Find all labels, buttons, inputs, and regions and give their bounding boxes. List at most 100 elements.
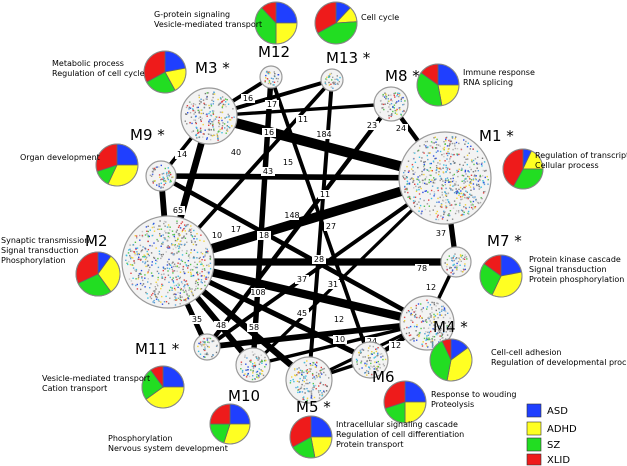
gene-dot — [435, 178, 437, 180]
gene-dot — [275, 77, 278, 80]
gene-dot — [468, 152, 470, 154]
gene-dot — [191, 291, 193, 294]
gene-dot — [181, 296, 183, 298]
gene-dot — [469, 182, 472, 184]
gene-dot — [153, 226, 155, 228]
gene-dot — [208, 129, 211, 131]
gene-dot — [130, 250, 132, 252]
gene-dot — [462, 258, 464, 260]
gene-dot — [186, 293, 188, 295]
gene-dot — [156, 283, 158, 285]
gene-dot — [213, 134, 216, 136]
gene-dot — [265, 363, 267, 366]
gene-dot — [206, 92, 208, 94]
gene-dot — [254, 362, 256, 364]
gene-dot — [377, 347, 379, 349]
gene-dot — [134, 235, 136, 237]
gene-dot — [412, 179, 415, 182]
gene-dot — [167, 291, 169, 294]
gene-dot — [267, 71, 270, 73]
edge-weight-label: 15 — [283, 158, 293, 167]
gene-dot — [161, 255, 163, 258]
gene-dot — [424, 141, 427, 143]
gene-dot — [183, 236, 185, 238]
gene-dot — [423, 168, 426, 170]
gene-dot — [142, 279, 144, 282]
gene-dot — [332, 76, 334, 78]
gene-dot — [264, 360, 266, 362]
gene-dot — [439, 335, 441, 337]
gene-dot — [433, 137, 435, 139]
gene-dot — [404, 191, 406, 193]
gene-dot — [190, 239, 193, 242]
gene-dot — [204, 277, 207, 279]
gene-dot — [428, 199, 430, 201]
module-label-m6: M6 — [372, 368, 395, 386]
gene-dot — [433, 142, 435, 144]
gene-dot — [460, 190, 462, 192]
gene-dot — [308, 390, 310, 392]
gene-dot — [393, 92, 395, 95]
gene-dot — [256, 376, 258, 378]
gene-dot — [435, 305, 437, 307]
gene-dot — [426, 308, 428, 310]
gene-dot — [443, 213, 445, 216]
gene-dot — [428, 333, 431, 335]
gene-dot — [451, 136, 454, 138]
module-circle — [259, 65, 283, 89]
gene-dot — [125, 259, 127, 261]
gene-dot — [210, 129, 212, 131]
gene-dot — [289, 382, 292, 384]
gene-dot — [153, 302, 156, 304]
gene-dot — [330, 86, 333, 89]
gene-dot — [158, 184, 160, 187]
gene-dot — [440, 215, 442, 217]
edge-label-bg — [229, 148, 243, 157]
gene-dot — [439, 339, 441, 341]
gene-dot — [397, 100, 400, 102]
gene-dot — [176, 278, 178, 281]
gene-dot — [217, 131, 219, 133]
gene-dot — [452, 256, 454, 259]
gene-dot — [196, 238, 198, 240]
gene-dot — [437, 144, 440, 146]
gene-dot — [298, 372, 301, 374]
gene-dot — [179, 276, 181, 279]
gene-dot — [205, 278, 207, 280]
gene-dot — [424, 320, 426, 322]
gene-dot — [162, 243, 164, 245]
gene-dot — [422, 307, 424, 309]
gene-dot — [169, 172, 171, 174]
gene-dot — [181, 260, 184, 262]
gene-dot — [310, 393, 313, 395]
gene-dot — [296, 380, 299, 382]
gene-dot — [432, 142, 434, 144]
gene-dot — [429, 145, 431, 147]
gene-dot — [255, 371, 258, 373]
gene-dot — [327, 75, 330, 77]
gene-dot — [476, 150, 479, 153]
gene-dot — [415, 307, 417, 309]
gene-dot — [356, 363, 358, 365]
annotation-m2: Signal transduction — [1, 246, 79, 255]
gene-dot — [313, 376, 315, 378]
gene-dot — [431, 311, 433, 314]
gene-dot — [393, 94, 395, 97]
gene-dot — [157, 293, 159, 295]
gene-dot — [419, 315, 421, 317]
gene-dot — [367, 350, 369, 352]
gene-dot — [367, 372, 370, 374]
gene-dot — [417, 183, 419, 185]
edge-label-bg — [285, 211, 299, 220]
gene-dot — [265, 71, 268, 73]
gene-dot — [183, 244, 186, 246]
gene-dot — [241, 371, 244, 373]
gene-dot — [184, 284, 186, 287]
gene-dot — [186, 105, 189, 107]
gene-dot — [317, 390, 320, 392]
gene-dot — [478, 202, 480, 205]
gene-dot — [261, 373, 263, 375]
gene-dot — [170, 286, 172, 289]
module-label-m11: M11 * — [135, 340, 180, 358]
gene-dot — [142, 246, 144, 248]
